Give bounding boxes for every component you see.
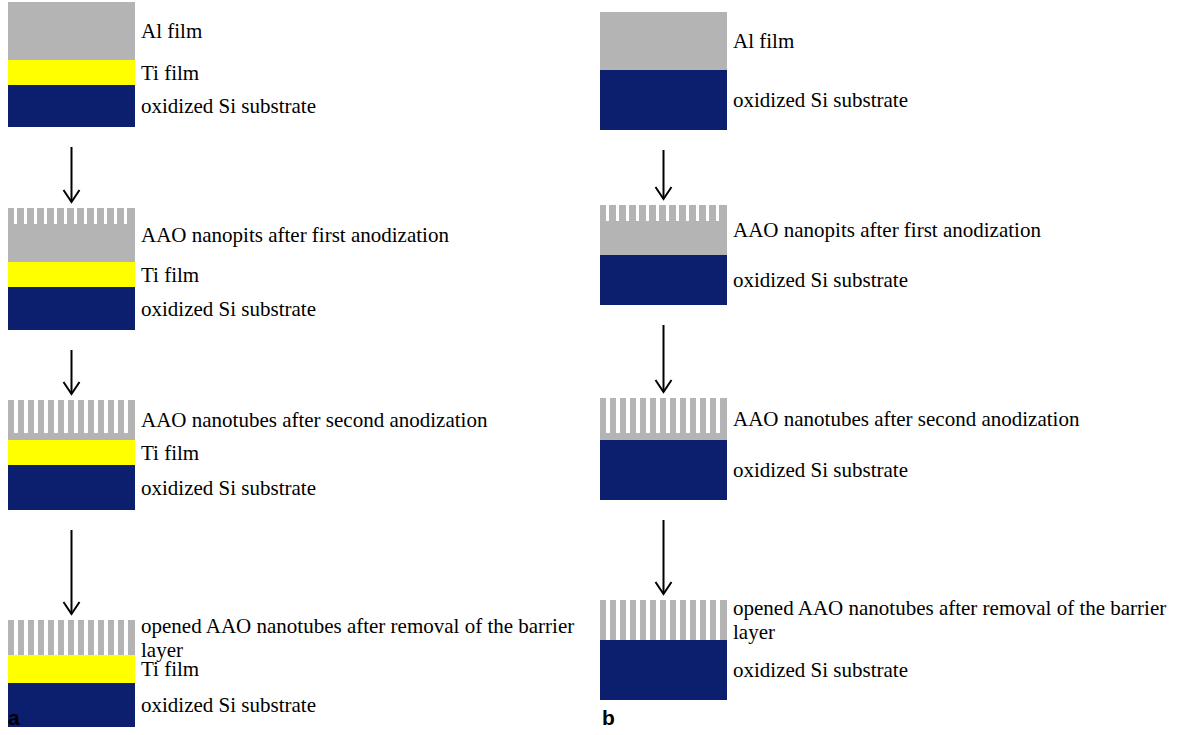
ti-film-layer: Ti film xyxy=(8,60,135,85)
al-film-layer: Al film xyxy=(600,12,727,70)
ti-film-layer: Ti film xyxy=(8,262,135,287)
layer-label: oxidized Si substrate xyxy=(141,94,316,118)
si-substrate-layer: oxidized Si substrate xyxy=(8,287,135,330)
layer-label: AAO nanopits after first anodization xyxy=(733,218,1041,242)
si-substrate-layer: oxidized Si substrate xyxy=(600,70,727,130)
process-arrow xyxy=(656,325,672,392)
pore-texture xyxy=(8,400,135,440)
si-substrate-layer: oxidized Si substrate xyxy=(8,85,135,127)
pore-texture xyxy=(600,398,727,440)
layer-label: Al film xyxy=(141,19,202,43)
layer-label: oxidized Si substrate xyxy=(733,268,908,292)
process-arrow xyxy=(64,530,80,614)
aao-nanotubes-layer: AAO nanotubes after second anodization xyxy=(8,400,135,440)
ti-film-layer: Ti film xyxy=(8,655,135,683)
process-arrow xyxy=(64,350,80,394)
ti-film-layer: Ti film xyxy=(8,440,135,465)
layer-label: oxidized Si substrate xyxy=(733,88,908,112)
si-substrate-layer: oxidized Si substrate xyxy=(600,255,727,305)
si-substrate-layer: oxidized Si substrate xyxy=(8,465,135,510)
layer-label: opened AAO nanotubes after removal of th… xyxy=(141,614,586,662)
layer-label: oxidized Si substrate xyxy=(141,297,316,321)
aao-nanopits-layer: AAO nanopits after first anodization xyxy=(8,208,135,262)
layer-label: Ti film xyxy=(141,657,199,681)
process-arrow xyxy=(64,147,80,202)
pore-texture xyxy=(8,620,135,655)
layer-label: oxidized Si substrate xyxy=(733,458,908,482)
layer-label: oxidized Si substrate xyxy=(141,693,316,717)
process-arrow xyxy=(656,520,672,594)
opened-aao-layer: opened AAO nanotubes after removal of th… xyxy=(8,620,135,655)
panel-letter: b xyxy=(602,706,615,730)
layer-label: Ti film xyxy=(141,441,199,465)
layer-label: opened AAO nanotubes after removal of th… xyxy=(733,596,1188,644)
pore-texture xyxy=(600,205,727,255)
si-substrate-layer: oxidized Si substrate xyxy=(8,683,135,727)
si-substrate-layer: oxidized Si substrate xyxy=(600,440,727,500)
layer-label: oxidized Si substrate xyxy=(733,658,908,682)
pore-texture xyxy=(600,600,727,640)
al-film-layer: Al film xyxy=(8,2,135,60)
layer-label: Ti film xyxy=(141,61,199,85)
layer-label: Al film xyxy=(733,29,794,53)
layer-label: oxidized Si substrate xyxy=(141,476,316,500)
opened-aao-layer: opened AAO nanotubes after removal of th… xyxy=(600,600,727,640)
panel-letter: a xyxy=(8,706,20,730)
aao-nanopits-layer: AAO nanopits after first anodization xyxy=(600,205,727,255)
layer-label: AAO nanotubes after second anodization xyxy=(141,408,487,432)
aao-nanotubes-layer: AAO nanotubes after second anodization xyxy=(600,398,727,440)
process-arrow xyxy=(656,150,672,199)
pore-texture xyxy=(8,208,135,262)
si-substrate-layer: oxidized Si substrate xyxy=(600,640,727,700)
layer-label: AAO nanopits after first anodization xyxy=(141,223,449,247)
layer-label: Ti film xyxy=(141,263,199,287)
layer-label: AAO nanotubes after second anodization xyxy=(733,407,1079,431)
